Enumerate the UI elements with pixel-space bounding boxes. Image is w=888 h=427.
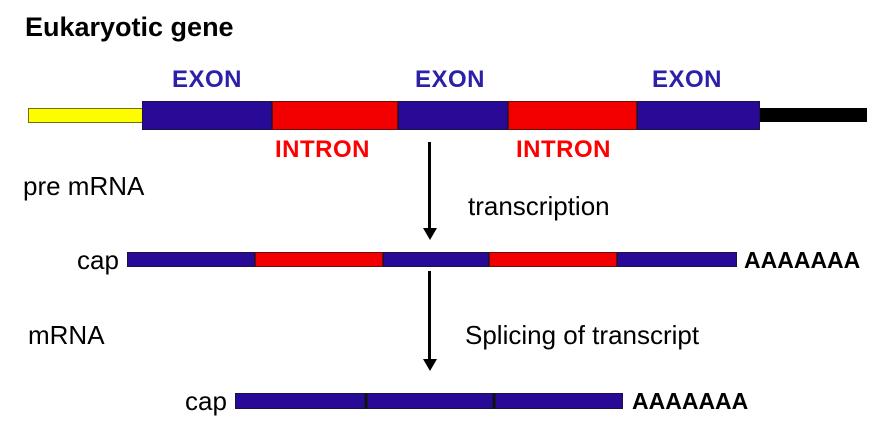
- mrna-divider-2: [493, 393, 495, 409]
- exon-label-3: EXON: [652, 66, 723, 93]
- cap-label-pre-mrna: cap: [77, 245, 119, 275]
- pre-mrna-intron-1: [255, 252, 383, 267]
- three-prime-flank: [760, 108, 867, 122]
- exon-1: [142, 101, 272, 130]
- transcription-label: transcription: [468, 191, 610, 221]
- pre-mrna-exon-3: [617, 252, 737, 267]
- exon-3: [637, 101, 760, 130]
- splicing-arrow-line: [428, 271, 431, 360]
- diagram-title: Eukaryotic gene: [25, 12, 234, 42]
- intron-label-2: INTRON: [516, 136, 611, 163]
- pre-mrna-bar: [0, 252, 888, 267]
- exon-label-2: EXON: [415, 66, 486, 93]
- mrna-label: mRNA: [28, 320, 105, 350]
- intron-2: [508, 101, 637, 130]
- gene-bar: [0, 101, 888, 130]
- splicing-arrow-head: [423, 359, 437, 371]
- pre-mrna-label: pre mRNA: [23, 171, 145, 201]
- intron-label-1: INTRON: [275, 136, 370, 163]
- mrna-bar: [0, 393, 888, 409]
- mrna-divider-1: [365, 393, 367, 409]
- pre-mrna-exon-2: [383, 252, 489, 267]
- poly-a-label-mrna: AAAAAAA: [632, 388, 749, 414]
- exon-label-1: EXON: [172, 66, 243, 93]
- transcription-arrow-head: [423, 228, 437, 240]
- transcription-arrow-line: [428, 142, 431, 230]
- poly-a-label-pre-mrna: AAAAAAA: [744, 247, 861, 273]
- mrna-exon-3: [495, 393, 623, 409]
- pre-mrna-exon-1: [127, 252, 255, 267]
- mrna-exon-2: [367, 393, 493, 409]
- mrna-exon-1: [235, 393, 365, 409]
- splicing-label: Splicing of transcript: [465, 320, 700, 350]
- five-prime-flank: [28, 108, 143, 123]
- intron-1: [272, 101, 398, 130]
- cap-label-mrna: cap: [185, 386, 227, 416]
- pre-mrna-intron-2: [489, 252, 617, 267]
- exon-2: [398, 101, 508, 130]
